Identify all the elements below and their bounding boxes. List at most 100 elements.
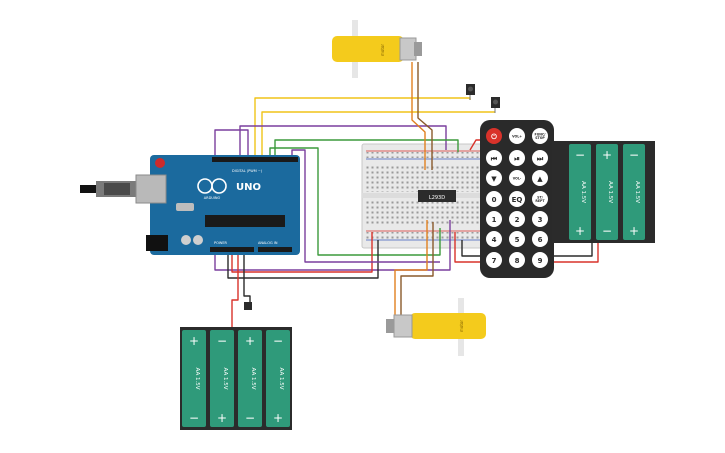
remote-button-label: 1 xyxy=(492,216,497,224)
remote-button-label: 6 xyxy=(538,236,543,244)
remote-button-one[interactable]: 1 xyxy=(486,211,502,227)
remote-button-label: 9 xyxy=(538,257,543,265)
battery-terminal-sign: − xyxy=(217,334,227,348)
wire-orange-top-motor[interactable] xyxy=(411,62,426,170)
remote-button-label: EQ xyxy=(512,196,523,204)
remote-button-func-stop[interactable]: FUNC/STOP xyxy=(532,128,548,144)
remote-button-label: ⏮ xyxy=(491,155,498,163)
remote-button-label: ▼ xyxy=(491,175,497,183)
digital-header-label: DIGITAL (PWM ~) xyxy=(232,169,263,173)
battery-cell-label: AA 1.5V xyxy=(222,368,228,390)
remote-button-label: ST/ xyxy=(537,196,543,200)
crystal-icon xyxy=(176,203,194,211)
dc-motor-top[interactable]: motor xyxy=(332,20,422,78)
wire-purple-3[interactable] xyxy=(291,149,440,263)
arduino-brand: ARDUINO xyxy=(204,196,221,200)
remote-button-label: REPT xyxy=(535,199,545,203)
battery-terminal-sign: − xyxy=(273,334,283,348)
digital-header[interactable] xyxy=(212,157,298,162)
remote-button-zero[interactable]: 0 xyxy=(486,191,502,207)
battery-terminal-sign: + xyxy=(629,224,639,238)
battery-cell: + − AA 1.5V xyxy=(182,330,206,427)
battery-terminal-sign: − xyxy=(575,148,585,162)
remote-button-five[interactable]: 5 xyxy=(509,231,525,247)
remote-button-power[interactable]: ⏻ xyxy=(486,128,502,144)
remote-button-label: 2 xyxy=(515,216,520,224)
battery-terminal-sign: − xyxy=(629,148,639,162)
remote-button-two[interactable]: 2 xyxy=(509,211,525,227)
remote-button-label: ⏻ xyxy=(491,133,497,141)
motor-driver-chip[interactable]: L293D xyxy=(418,190,456,202)
remote-button-fast-forward[interactable]: ⏭ xyxy=(532,150,548,166)
remote-button-vol-up[interactable]: VOL+ xyxy=(509,128,525,144)
remote-button-eq[interactable]: EQ xyxy=(509,191,525,207)
ir-receiver[interactable] xyxy=(491,97,500,113)
battery-pack-bottom[interactable]: +−AA 1.5V−+AA 1.5V+−AA 1.5V−+AA 1.5V xyxy=(180,327,292,430)
remote-button-label: 0 xyxy=(492,196,497,204)
battery-cell: +−AA 1.5V xyxy=(238,330,262,427)
battery-cells: −+AA 1.5V+−AA 1.5V−+AA 1.5V xyxy=(569,144,645,240)
wire-black-gnd[interactable] xyxy=(227,240,379,279)
remote-button-six[interactable]: 6 xyxy=(532,231,548,247)
wire-black-bottom-battery[interactable] xyxy=(243,252,251,310)
battery-terminal-sign: + xyxy=(189,334,199,348)
remote-button-nine[interactable]: 9 xyxy=(532,252,548,268)
battery-terminal-sign: + xyxy=(602,148,612,162)
power-header[interactable] xyxy=(210,247,254,252)
wire-brown-top-motor[interactable] xyxy=(417,62,433,170)
usb-cable[interactable] xyxy=(80,174,167,204)
battery-terminal-sign: + xyxy=(217,411,227,425)
remote-button-label: ▲ xyxy=(537,175,543,183)
battery-terminal-sign: − xyxy=(245,411,255,425)
battery-cells: +−AA 1.5V−+AA 1.5V+−AA 1.5V−+AA 1.5V xyxy=(182,330,290,427)
battery-terminal-sign: − xyxy=(189,411,199,425)
battery-cell: − + AA 1.5V xyxy=(210,330,234,427)
remote-button-label: VOL- xyxy=(513,176,522,180)
remote-button-down[interactable]: ▼ xyxy=(486,170,502,186)
remote-button-three[interactable]: 3 xyxy=(532,211,548,227)
connector-icon xyxy=(244,302,252,310)
remote-button-four[interactable]: 4 xyxy=(486,231,502,247)
battery-cell-label: AA 1.5V xyxy=(634,181,640,203)
power-jack[interactable] xyxy=(146,235,168,251)
remote-button-label: 7 xyxy=(492,257,497,265)
remote-button-label: 4 xyxy=(492,236,497,244)
wire-orange-bottom-motor[interactable] xyxy=(394,220,428,316)
wire-green-2[interactable] xyxy=(274,139,459,160)
remote-button-label: VOL+ xyxy=(512,134,522,138)
wire-red-power[interactable] xyxy=(231,232,373,273)
wire-red-bottom-battery[interactable] xyxy=(231,252,239,330)
remote-button-rewind[interactable]: ⏮ xyxy=(486,150,502,166)
analog-header[interactable] xyxy=(258,247,292,252)
remote-button-up[interactable]: ▲ xyxy=(532,170,548,186)
power-header-label: POWER xyxy=(214,241,228,245)
battery-cell-label: AA 1.5V xyxy=(607,181,613,203)
remote-button-label: FUNC/ xyxy=(535,133,547,137)
battery-cell-label: AA 1.5V xyxy=(194,368,200,390)
remote-button-st-rept[interactable]: ST/REPT xyxy=(532,191,548,207)
remote-button-label: 5 xyxy=(515,236,520,244)
reset-button[interactable] xyxy=(155,158,165,168)
dc-motor-bottom[interactable]: motor xyxy=(386,298,486,356)
driver-chip-label: L293D xyxy=(429,195,445,201)
remote-button-label: STOP xyxy=(535,136,545,140)
wire-green-1[interactable] xyxy=(269,147,441,256)
remote-button-vol-down[interactable]: VOL- xyxy=(509,170,525,186)
remote-button-label: 8 xyxy=(515,257,520,265)
bottom-motor-label: motor xyxy=(459,320,464,332)
arduino-logo-icon xyxy=(211,178,227,194)
arduino-uno-board[interactable]: ARDUINO UNO DIGITAL (PWM ~) POWER ANALOG… xyxy=(80,155,300,255)
battery-pack-right[interactable]: −+AA 1.5V+−AA 1.5V−+AA 1.5V xyxy=(552,141,655,243)
ir-remote[interactable]: ⏻ VOL+ FUNC/STOP ⏮ ⏯ ⏭ ▼ VOL- ▲ 0 EQ ST/REPT 1 2 3 4 5 6 7… xyxy=(480,120,554,278)
remote-button-eight[interactable]: 8 xyxy=(509,252,525,268)
remote-button-seven[interactable]: 7 xyxy=(486,252,502,268)
capacitor-icon xyxy=(193,235,203,245)
wire-purple-2[interactable] xyxy=(239,125,447,160)
ir-receiver[interactable] xyxy=(466,84,475,100)
battery-cell: +−AA 1.5V xyxy=(596,144,618,240)
wire-brown-bottom-motor[interactable] xyxy=(400,222,434,316)
remote-button-play-pause[interactable]: ⏯ xyxy=(509,150,525,166)
atmega-chip xyxy=(205,215,285,227)
capacitor-icon xyxy=(181,235,191,245)
